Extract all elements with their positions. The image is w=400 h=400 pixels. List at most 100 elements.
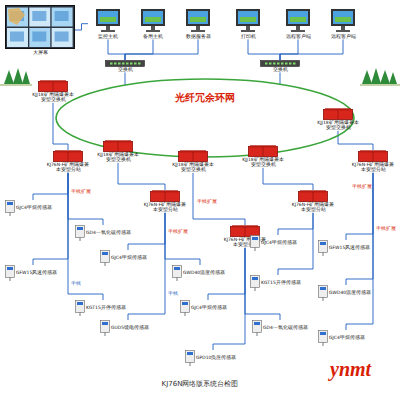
sensor-text: GWD40温度传感器: [328, 290, 374, 295]
station-seam: [118, 142, 119, 151]
sensor-text: GD4一氧化碳传感器: [85, 230, 131, 235]
signal-cable: [193, 173, 245, 225]
monitor-frame: [331, 9, 355, 26]
sensor-text: GJC4甲烷传感器: [260, 240, 306, 245]
sensor-body: [251, 236, 260, 248]
switch-port: [285, 63, 288, 65]
monitor-frame: [186, 9, 210, 26]
sensor-display: [102, 252, 108, 255]
screen-tile: [52, 8, 73, 27]
sensor-body: [101, 251, 110, 263]
ring-outline: [55, 78, 355, 158]
switch-icon: [105, 60, 145, 67]
signal-cable: [68, 173, 103, 300]
node-label: KJ76N-F矿用隔爆兼本安型分站: [45, 162, 91, 173]
sensor-icon: [250, 275, 260, 291]
switch-port: [110, 63, 113, 65]
station-body: [179, 152, 208, 162]
node-label: 光纤冗余环网: [55, 92, 355, 104]
sensor-text: GJC4甲烷传感器: [15, 205, 61, 210]
workstation: 数据服务器: [178, 8, 218, 39]
station-body: [299, 192, 328, 202]
sensor-text: GJC4甲烷传感器: [190, 305, 236, 310]
monitor-screen: [188, 11, 208, 24]
signal-cable: [280, 39, 343, 60]
station-box: [103, 140, 133, 152]
station-seam: [53, 82, 54, 91]
sensor-body: [181, 301, 190, 313]
sensor-body: [186, 351, 195, 363]
sensor-body: [76, 226, 85, 238]
sensor-cable: [10, 278, 11, 282]
switch-port: [281, 63, 284, 65]
signal-cable: [346, 173, 373, 285]
node-label: GFW15风速传感器: [329, 245, 374, 250]
sensor-cable: [105, 263, 106, 267]
sensor-text: GJC4甲烷传感器: [110, 255, 156, 260]
node-label: 远程客户端: [323, 34, 363, 39]
sensor-display: [320, 287, 326, 290]
switch-port: [293, 63, 296, 65]
sensor-cable: [323, 253, 324, 257]
ground-line: [0, 85, 32, 86]
station-seam: [193, 152, 194, 161]
station-seam: [263, 147, 264, 156]
station-seam: [338, 110, 339, 119]
sensor-display: [77, 227, 83, 230]
sensor-text: GD4一氧化碳传感器: [262, 325, 308, 330]
station-box: [150, 190, 180, 202]
sensor-device: GJC4甲烷传感器: [180, 300, 236, 316]
sensor-display: [7, 267, 13, 270]
monitor-stand: [341, 26, 345, 30]
sensor-cable: [323, 343, 324, 347]
switch-port: [122, 63, 125, 65]
monitor-frame: [236, 9, 260, 26]
sensor-display: [102, 322, 108, 325]
signal-cable: [165, 213, 200, 265]
sensor-device: GJC4甲烷传感器: [5, 200, 61, 216]
display-wall: 大屏幕: [5, 5, 75, 55]
sensor-text: KGT15开停传感器: [260, 280, 306, 285]
signal-cable: [280, 39, 298, 60]
monitor-screen: [238, 11, 258, 24]
monitor-base: [336, 30, 350, 32]
sensor-text: GUD5馈电传感器: [110, 325, 156, 330]
monitor-frame: [96, 9, 120, 26]
sensor-cable: [255, 288, 256, 292]
explosion-proof-station: KJJ18矿用隔爆兼本安型交换机: [30, 80, 76, 103]
signal-cable: [213, 248, 245, 350]
screen-window: [55, 32, 69, 42]
trunk-label: 干线扩展: [71, 188, 91, 194]
sensor-device: GJC4甲烷传感器: [250, 235, 306, 251]
sensor-body: [251, 276, 260, 288]
monitor-screen: [143, 11, 163, 24]
node-label: GJC4甲烷传感器: [329, 335, 374, 340]
sensor-body: [253, 321, 262, 333]
station-seam: [165, 192, 166, 201]
switch-body: [106, 61, 145, 67]
sensor-body: [319, 331, 328, 343]
switch-port: [289, 63, 292, 65]
monitor-stand: [106, 26, 110, 30]
node-label: KJ76N-F矿用隔爆兼本安型分站: [350, 162, 396, 173]
node-label: GJC4甲烷传感器: [191, 305, 236, 310]
sensor-cable: [80, 313, 81, 317]
ground-line: [360, 85, 400, 86]
signal-cable: [128, 213, 165, 250]
signal-cable: [108, 39, 125, 60]
signal-cable: [128, 213, 165, 320]
signal-cable: [33, 173, 68, 265]
sensor-body: [6, 201, 15, 213]
station-body: [151, 192, 180, 202]
sensor-icon: [250, 235, 260, 251]
sensor-display: [320, 332, 326, 335]
trunk-label: 干线扩展: [376, 225, 396, 231]
signal-cable: [33, 173, 68, 200]
sensor-icon: [172, 265, 182, 281]
monitor-screen: [98, 11, 118, 24]
node-label: GUD5馈电传感器: [111, 325, 156, 330]
sensor-icon: [75, 225, 85, 241]
screen-content: [335, 17, 351, 22]
station-seam: [373, 152, 374, 161]
sensor-icon: [5, 265, 15, 281]
